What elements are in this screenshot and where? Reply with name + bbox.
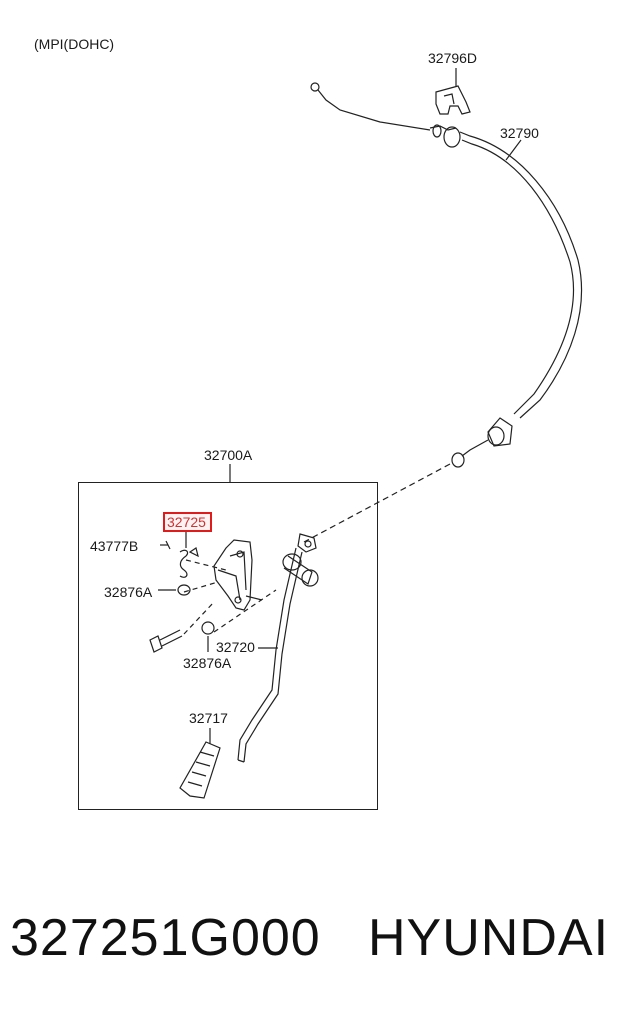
part-number: 327251G000 <box>10 909 321 967</box>
callout-32876A-upper[interactable]: 32876A <box>104 584 153 600</box>
brand-name: HYUNDAI <box>368 909 610 967</box>
callout-32700A[interactable]: 32700A <box>204 447 253 463</box>
accelerator-cable <box>303 82 583 543</box>
callout-32796D[interactable]: 32796D <box>428 50 478 66</box>
callout-32876A-lower[interactable]: 32876A <box>183 655 232 671</box>
engine-variant-label: (MPI(DOHC) <box>34 36 115 52</box>
clip-32796D <box>435 68 471 115</box>
pedal-assembly <box>149 464 319 799</box>
callout-32717[interactable]: 32717 <box>189 710 228 726</box>
callout-32790[interactable]: 32790 <box>500 125 539 141</box>
highlighted-callout-box <box>163 512 212 532</box>
assembly-frame <box>78 482 378 810</box>
callout-32725[interactable]: 32725 <box>167 514 206 530</box>
callout-32720[interactable]: 32720 <box>216 639 255 655</box>
callout-43777B[interactable]: 43777B <box>90 538 139 554</box>
